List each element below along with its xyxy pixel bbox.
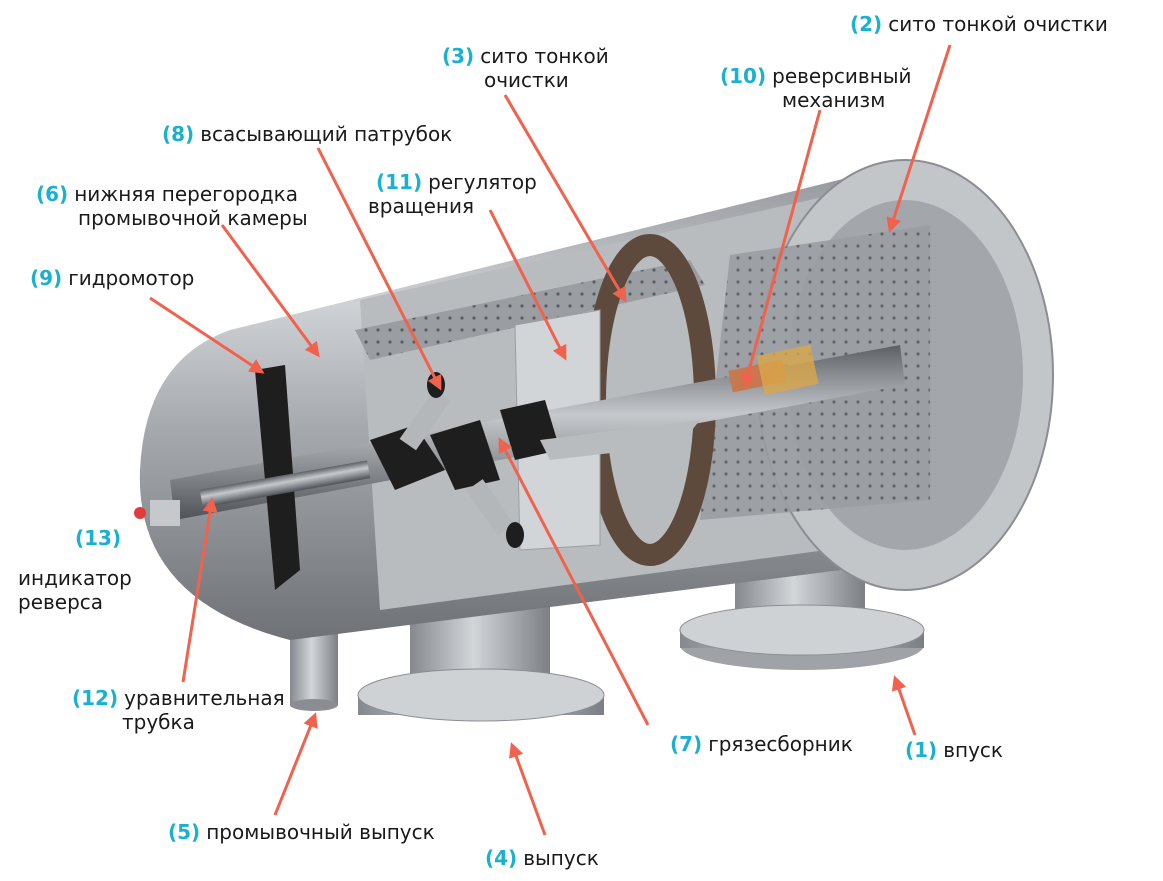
label-text: выпуск xyxy=(523,846,599,870)
label-text: грязесборник xyxy=(708,732,853,756)
label-text: реверсивный xyxy=(772,64,912,88)
label-number: (11) xyxy=(376,170,423,194)
label-text: нижняя перегородка xyxy=(74,182,299,206)
label-number: (7) xyxy=(670,732,703,756)
label-number: (2) xyxy=(850,12,883,36)
label-text: всасывающий патрубок xyxy=(200,122,453,146)
label-text: впуск xyxy=(943,738,1003,762)
label-number: (4) xyxy=(485,846,518,870)
label-number: (8) xyxy=(162,122,195,146)
equalizing-tube xyxy=(199,460,371,508)
arrow-1 xyxy=(891,675,917,736)
reverse-indicator xyxy=(134,500,180,526)
label-mud-collector: (7)грязесборник xyxy=(670,732,853,756)
label-text: промывочной камеры xyxy=(78,206,308,230)
label-fine-screen-3-line2: очистки xyxy=(484,68,569,92)
label-reverse-mechanism-line2: механизм xyxy=(782,88,885,112)
arrow-3 xyxy=(503,94,627,303)
label-equalizing-tube-line2: трубка xyxy=(122,710,195,734)
label-fine-screen-3: (3)сито тонкой xyxy=(442,44,609,68)
suction-nozzles xyxy=(370,372,560,548)
label-text: очистки xyxy=(484,68,569,92)
label-text: промывочный выпуск xyxy=(206,820,435,844)
arrow-7 xyxy=(498,437,650,726)
callout-arrows xyxy=(149,44,952,836)
arrow-12 xyxy=(181,497,218,683)
arrow-9 xyxy=(149,296,265,374)
arrow-5 xyxy=(273,712,318,816)
label-rotation-regulator-line2: вращения xyxy=(368,194,474,218)
label-text: трубка xyxy=(122,710,195,734)
label-text: гидромотор xyxy=(68,266,195,290)
label-suction-nozzle: (8)всасывающий патрубок xyxy=(162,122,452,146)
arrow-6 xyxy=(220,224,320,358)
label-text: уравнительная xyxy=(124,686,285,710)
label-text: механизм xyxy=(782,88,886,112)
label-number: (3) xyxy=(442,44,475,68)
label-number: (9) xyxy=(30,266,63,290)
label-number: (5) xyxy=(168,820,201,844)
label-flush-outlet: (5)промывочный выпуск xyxy=(168,820,435,844)
mud-collector-plate xyxy=(540,420,700,460)
label-text: реверса xyxy=(18,590,104,614)
label-reverse-mechanism: (10)реверсивный xyxy=(720,64,912,88)
label-fine-screen-2: (2)сито тонкой очистки xyxy=(850,12,1108,36)
arrow-10 xyxy=(740,109,822,388)
label-text: сито тонкой очистки xyxy=(888,12,1108,36)
label-number: (13) xyxy=(75,526,122,550)
label-lower-partition: (6)нижняя перегородка xyxy=(36,182,298,206)
label-text: сито тонкой xyxy=(480,44,609,68)
arrow-8 xyxy=(316,147,442,391)
label-outlet: (4)выпуск xyxy=(485,846,599,870)
label-text: индикатор xyxy=(18,566,132,590)
arrow-4 xyxy=(509,742,547,836)
label-number: (10) xyxy=(720,64,767,88)
label-inlet: (1)впуск xyxy=(905,738,1003,762)
label-number: (6) xyxy=(36,182,69,206)
arrow-11 xyxy=(488,209,567,361)
label-rotation-regulator: (11)регулятор xyxy=(376,170,537,194)
drain-outlet xyxy=(290,630,338,711)
label-text: регулятор xyxy=(428,170,537,194)
label-equalizing-tube: (12)уравнительная xyxy=(72,686,285,710)
label-reverse-indicator-line2: индикатор xyxy=(18,566,132,590)
label-reverse-indicator-line3: реверса xyxy=(18,590,103,614)
label-number: (1) xyxy=(905,738,938,762)
label-hydraulic-motor: (9)гидромотор xyxy=(30,266,194,290)
label-text: вращения xyxy=(368,194,474,218)
arrow-2 xyxy=(886,44,952,233)
label-reverse-indicator: (13) xyxy=(75,526,127,550)
label-number: (12) xyxy=(72,686,119,710)
label-lower-partition-line2: промывочной камеры xyxy=(78,206,308,230)
